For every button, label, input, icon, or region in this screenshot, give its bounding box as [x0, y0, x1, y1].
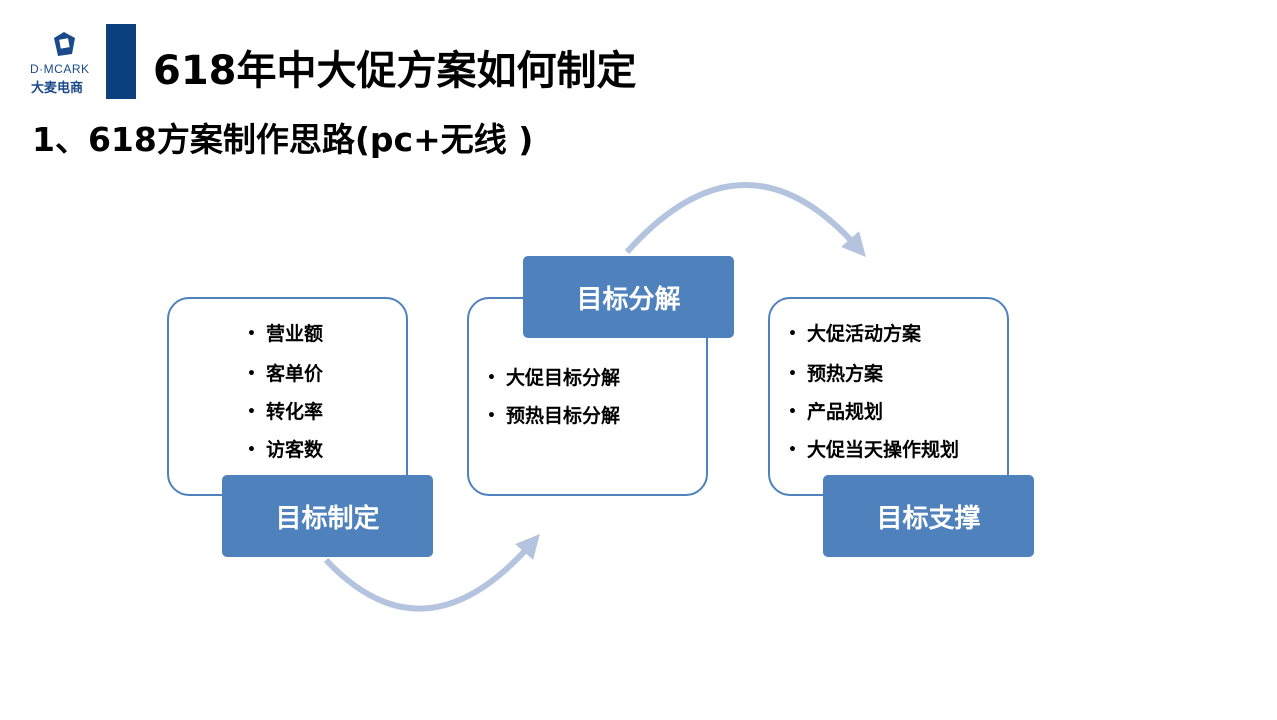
step-label-1: 目标制定	[222, 475, 433, 557]
list-item: 客单价	[247, 359, 323, 386]
logo-text-en: D·MCARK	[30, 62, 90, 76]
arrow-bottom	[323, 533, 540, 612]
page-title: 618年中大促方案如何制定	[153, 48, 637, 94]
list-item: 大促目标分解	[487, 363, 620, 390]
step-label-2: 目标分解	[523, 256, 734, 338]
arrow-top	[624, 182, 866, 257]
list-item: 营业额	[247, 319, 323, 346]
list-item: 转化率	[247, 397, 323, 424]
list-item: 访客数	[247, 435, 323, 462]
logo-text-cn: 大麦电商	[31, 81, 84, 96]
step-label-3: 目标支撑	[823, 475, 1034, 557]
section-subtitle: 1、618方案制作思路(pc+无线 )	[32, 120, 534, 159]
step-box-3: 大促活动方案 预热方案 产品规划 大促当天操作规划	[768, 297, 1009, 496]
step-box-1: 营业额 客单价 转化率 访客数	[167, 297, 408, 496]
list-item: 大促当天操作规划	[788, 435, 959, 462]
list-item: 预热方案	[788, 359, 883, 386]
list-item: 产品规划	[788, 397, 883, 424]
logo	[50, 30, 78, 62]
list-item: 预热目标分解	[487, 401, 620, 428]
logo-icon	[54, 32, 75, 56]
list-item: 大促活动方案	[788, 319, 921, 346]
title-accent-bar	[106, 24, 136, 99]
